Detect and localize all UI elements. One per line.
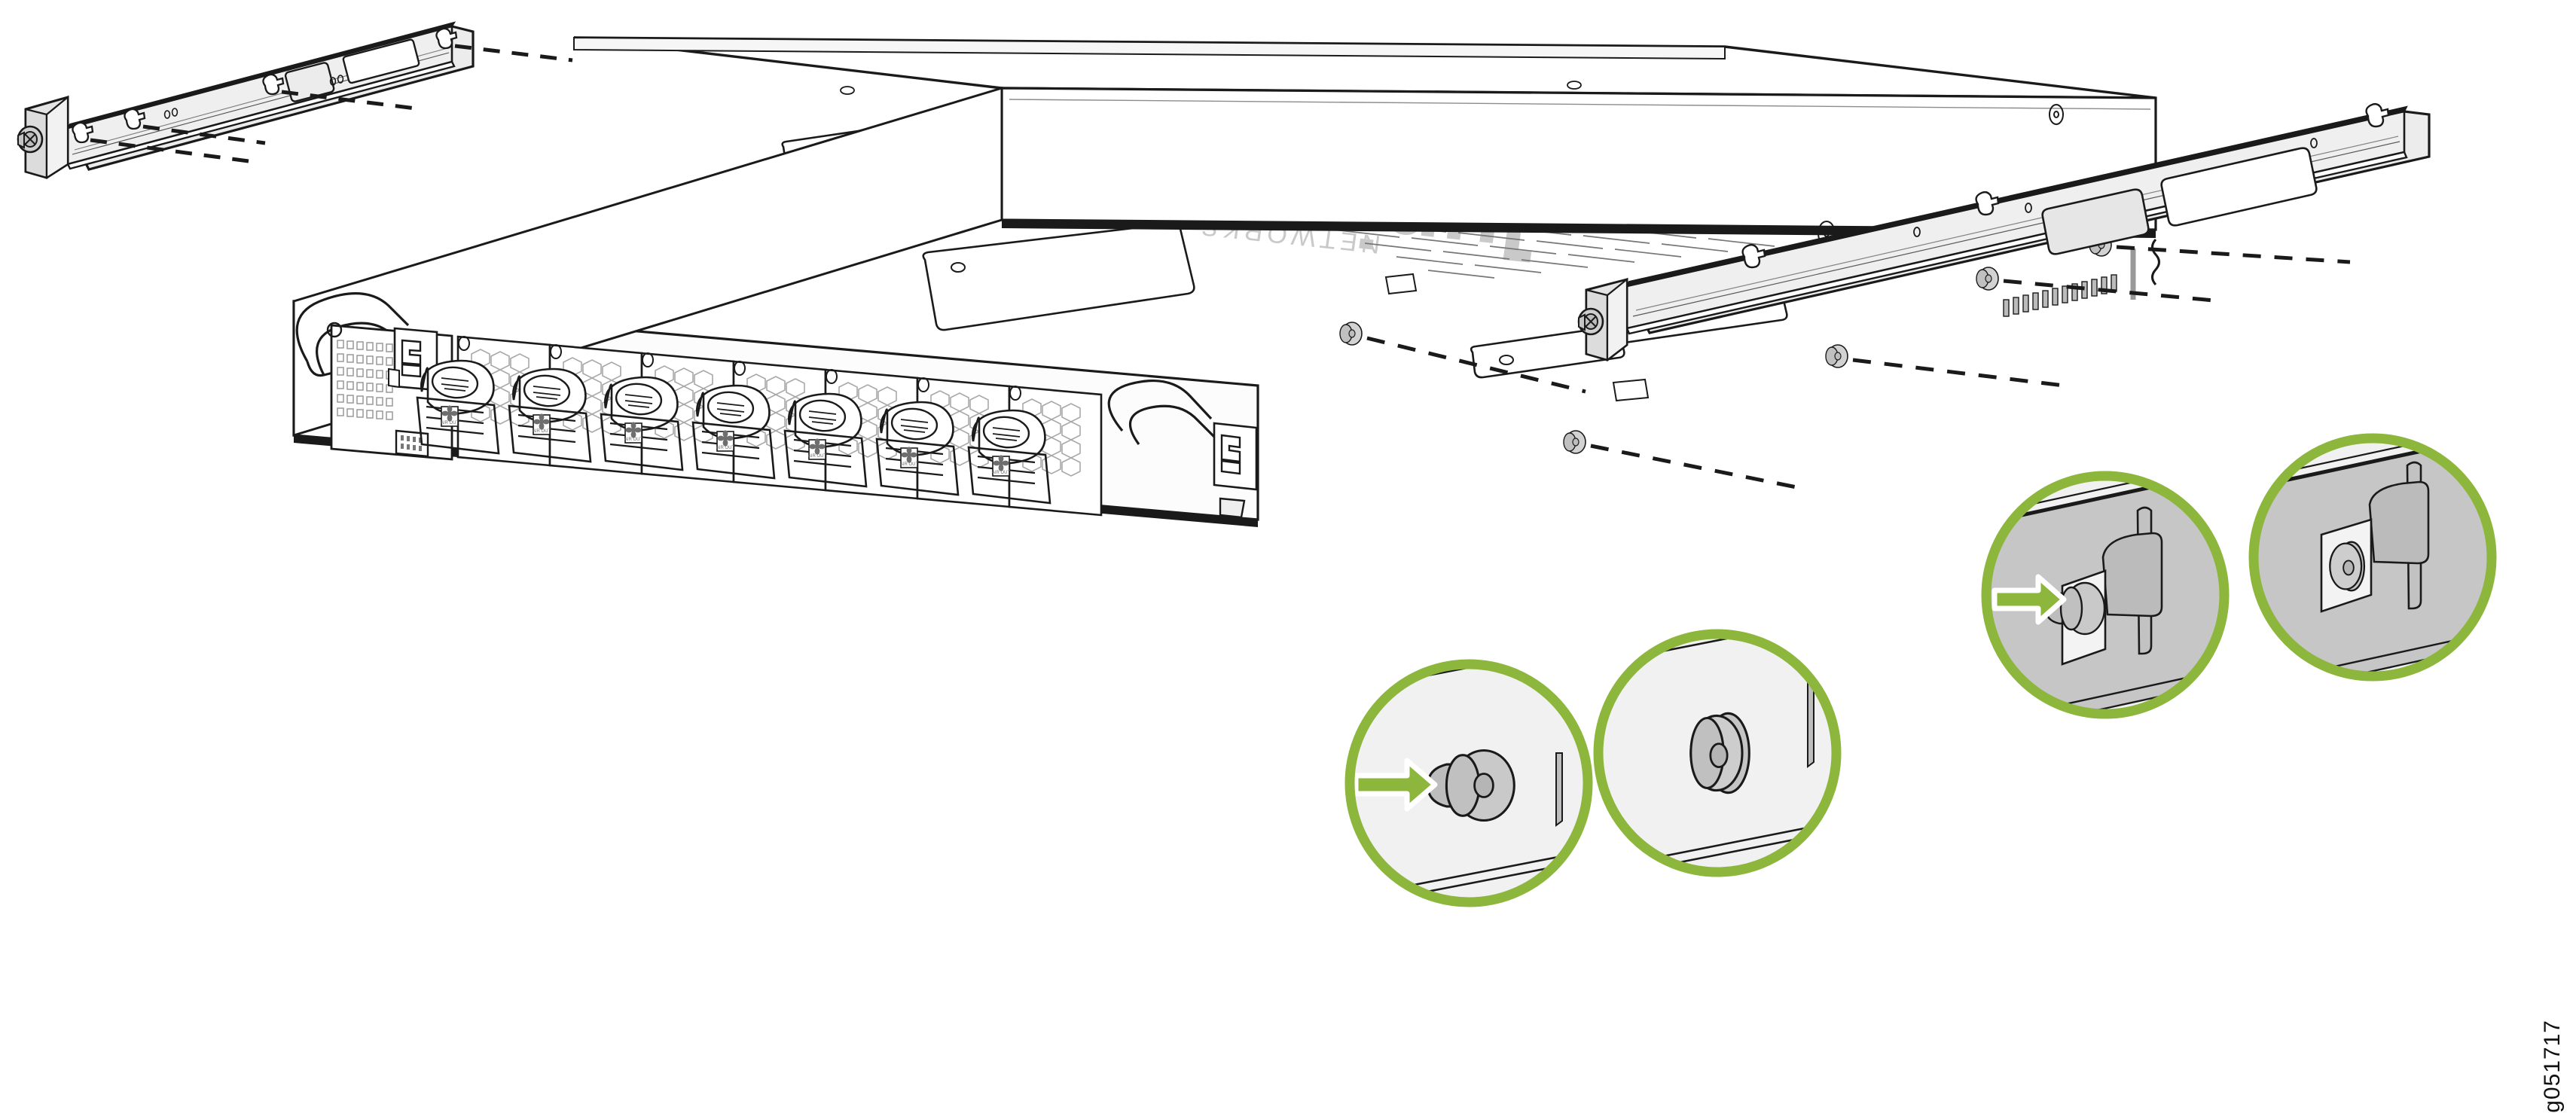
keyhole-slot	[435, 27, 458, 50]
window-slot	[2041, 188, 2150, 255]
fan-module: AIR OUT	[967, 385, 1103, 517]
window-slot	[342, 38, 420, 84]
captive-screw[interactable]	[17, 125, 44, 154]
dashed-alignment-guides	[1366, 245, 2351, 492]
fan-label-text: AIR OUT	[716, 446, 735, 450]
switch-chassis[interactable]: Juniper NETWORKS	[292, 36, 2160, 527]
left-rack-mount-blade[interactable]	[17, 21, 475, 180]
fan-pull-handle[interactable]: AIR OUT	[416, 359, 500, 455]
keyhole-slot	[2365, 102, 2390, 128]
fan-module: AIR OUT	[600, 352, 735, 483]
window-slot	[2160, 147, 2318, 227]
peg-unseated-detail[interactable]	[1341, 636, 1597, 911]
fan-module: AIR OUT	[783, 368, 919, 500]
green-arrow-icon	[1992, 574, 2067, 625]
side-label-plate	[1384, 273, 1650, 402]
chassis-handle[interactable]	[1107, 379, 1219, 445]
ac-power-inlet	[393, 327, 438, 392]
blade-locked-detail[interactable]	[2230, 420, 2528, 700]
fan-module: AIR OUT	[875, 377, 1011, 508]
fan-module: AIR OUT	[508, 343, 643, 475]
keyhole-slot	[72, 121, 94, 144]
fan-pull-handle[interactable]: AIR OUT	[875, 401, 960, 496]
keyhole-slot	[262, 73, 285, 96]
rear-ac-inlet	[1213, 422, 1258, 491]
peg-seated-detail[interactable]	[1589, 608, 1845, 881]
keyhole-slot	[1975, 191, 2000, 216]
chassis-foot	[1219, 497, 1246, 519]
blade-engaged-detail[interactable]	[1958, 456, 2260, 738]
fan-label-text: AIR OUT	[992, 471, 1011, 475]
green-arrow-icon	[1353, 758, 1438, 812]
fan-label-text: AIR OUT	[624, 438, 643, 442]
fan-label-text: AIR OUT	[533, 429, 551, 434]
fan-module: AIR OUT	[416, 335, 551, 467]
keyhole-slot	[1741, 243, 1766, 269]
power-supply-module[interactable]	[326, 322, 453, 461]
fan-pull-handle[interactable]: AIR OUT	[691, 384, 776, 480]
rear-vent-comb	[2003, 274, 2117, 317]
fan-label-text: AIR OUT	[808, 454, 827, 459]
technical-illustration: Juniper NETWORKS	[17, 21, 2528, 911]
keyhole-slot	[124, 108, 146, 130]
right-rack-mount-blade[interactable]	[1577, 102, 2431, 362]
fan-label-text: AIR OUT	[441, 421, 459, 425]
figure-id-label: g051717	[2540, 1020, 2565, 1113]
dashed-alignment-guides	[90, 44, 573, 163]
fan-pull-handle[interactable]: AIR OUT	[967, 409, 1051, 505]
captive-screw[interactable]	[1577, 307, 1604, 336]
fan-pull-handle[interactable]: AIR OUT	[600, 376, 684, 471]
figure-canvas: Juniper NETWORKS	[17, 21, 2565, 1113]
rail-flange	[1585, 277, 1628, 362]
fan-pull-handle[interactable]: AIR OUT	[783, 392, 868, 488]
fan-label-text: AIR OUT	[900, 462, 919, 467]
fan-module-group[interactable]: AIR OUT	[416, 335, 1103, 517]
fan-pull-handle[interactable]: AIR OUT	[508, 367, 592, 463]
